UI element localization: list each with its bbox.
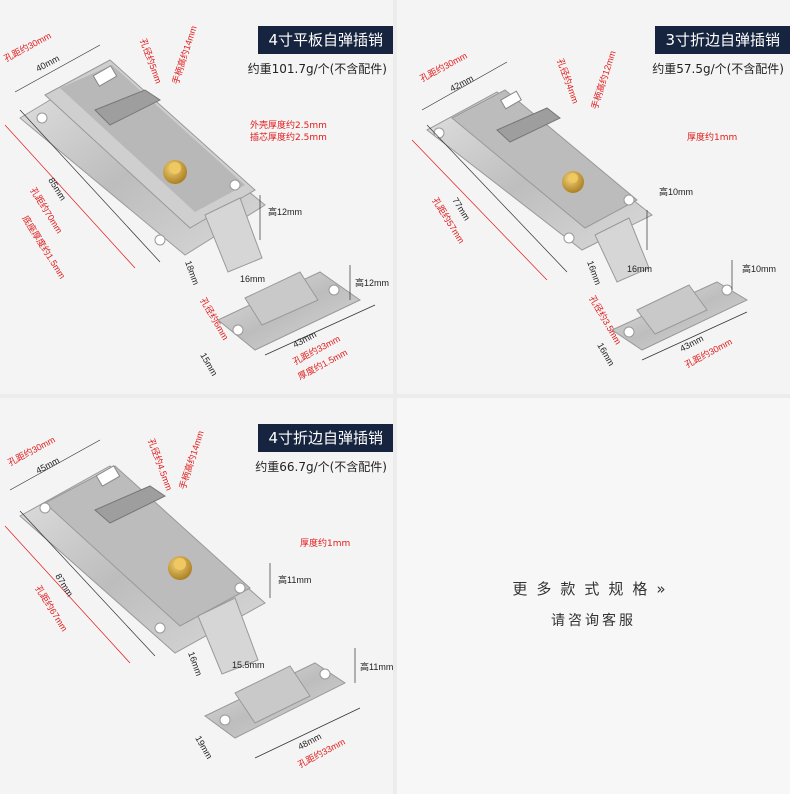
panel-weight: 约重57.5g/个(不含配件)	[652, 62, 784, 76]
dim-keeper-width: 19mm	[193, 734, 214, 761]
dim-height-main: 高12mm	[268, 206, 302, 217]
dim-keeper-width: 16mm	[595, 341, 616, 368]
dim-keeper-width: 15mm	[198, 351, 219, 378]
note-core-thickness: 插芯厚度约2.5mm	[250, 133, 327, 143]
dim-hole-dia: 孔径约5mm	[138, 37, 164, 85]
dim-keeper-hole: 孔径约3.5mm	[587, 294, 624, 347]
dim-handle-height: 手柄高约14mm	[169, 24, 198, 85]
dim-bolt-width: 18mm	[183, 259, 201, 286]
dim-keeper-height: 高11mm	[360, 661, 393, 672]
dim-keeper-height: 高12mm	[355, 277, 389, 288]
panel-4in-flat-latch: 孔距约30mm 40mm 孔径约5mm 手柄高约14mm 85mm 孔距约70m…	[0, 0, 393, 394]
dim-hole-dia: 孔径约4mm	[555, 57, 581, 105]
panel-title: 4寸折边自弹插销	[258, 424, 393, 452]
note-shell-thickness: 外壳厚度约2.5mm	[250, 121, 327, 131]
dim-bolt-length: 15.5mm	[232, 660, 265, 670]
panel-4in-folded-latch: 孔距约30mm 45mm 孔径约4.5mm 手柄高约14mm 87mm 孔距约6…	[0, 398, 393, 794]
panel-weight: 约重101.7g/个(不含配件)	[247, 62, 387, 76]
dim-bolt-width: 16mm	[585, 259, 603, 286]
panel-weight: 约重66.7g/个(不含配件)	[255, 460, 387, 474]
latch-illustration: 孔距约30mm 42mm 孔径约4mm 手柄高约12mm 77mm 孔距约57m…	[411, 49, 776, 370]
dim-handle-height: 手柄高约14mm	[176, 429, 205, 490]
more-specs-panel[interactable]: 更多款式规格» 请咨询客服	[397, 398, 790, 794]
dim-bolt-length: 16mm	[240, 274, 265, 284]
dim-width-top: 45mm	[34, 455, 61, 476]
dim-height-main: 高10mm	[659, 186, 693, 197]
latch-illustration: 孔距约30mm 45mm 孔径约4.5mm 手柄高约14mm 87mm 孔距约6…	[4, 429, 393, 770]
dim-bolt-length: 16mm	[627, 264, 652, 274]
latch-illustration: 孔距约30mm 40mm 孔径约5mm 手柄高约14mm 85mm 孔距约70m…	[2, 24, 389, 382]
note-thickness: 厚度约1mm	[300, 539, 351, 549]
dim-height-main: 高11mm	[278, 574, 311, 585]
dim-handle-height: 手柄高约12mm	[588, 49, 617, 110]
contact-service-text: 请咨询客服	[551, 613, 636, 629]
dim-hole-dia: 孔径约4.5mm	[146, 437, 175, 492]
more-specs-link[interactable]: 更多款式规格»	[512, 580, 675, 598]
dim-width-top: 40mm	[34, 53, 61, 74]
panel-title: 4寸平板自弹插销	[258, 26, 393, 54]
dim-bolt-width: 16mm	[186, 650, 204, 677]
panel-3in-folded-latch: 孔距约30mm 42mm 孔径约4mm 手柄高约12mm 77mm 孔距约57m…	[397, 0, 790, 394]
dim-width-top: 42mm	[448, 73, 475, 94]
dim-length: 87mm	[53, 572, 75, 599]
panel-title: 3寸折边自弹插销	[655, 26, 790, 54]
dim-keeper-height: 高10mm	[742, 263, 776, 274]
dim-length: 85mm	[46, 176, 68, 203]
note-thickness: 厚度约1mm	[687, 133, 738, 143]
